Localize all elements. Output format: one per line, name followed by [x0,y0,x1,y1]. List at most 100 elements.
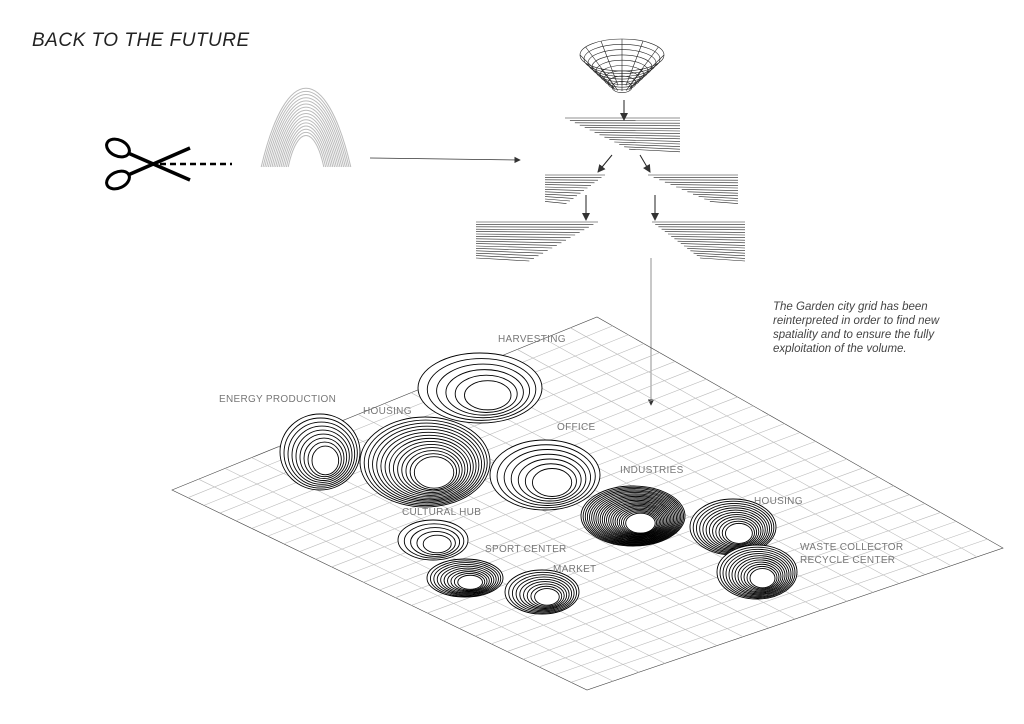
grid-line [570,327,978,558]
slice-line [544,201,567,204]
contour [511,574,575,613]
contour [746,565,778,590]
bell-contour [260,87,352,168]
bowl-rib [628,46,659,87]
contour [712,514,762,549]
contour [597,495,675,542]
slice-line [475,250,544,254]
zone-labels: ENERGY PRODUCTION HOUSING HARVESTING OFF… [219,334,903,575]
contour [311,445,340,476]
arrow-right-icon [369,156,521,164]
contour [523,581,568,609]
bowl-rib [625,41,644,86]
sliced-layers [475,117,746,262]
contour [403,523,465,559]
contour [623,511,658,535]
slice-line [579,124,681,127]
contour [517,458,582,502]
slice-line [544,189,585,191]
contour [618,508,660,536]
contour [530,585,563,607]
slice-line [609,139,681,142]
contour [749,568,776,589]
slice-line [619,144,681,147]
grid-line [490,359,900,584]
slice-line [544,184,592,186]
slice-line [475,228,585,231]
label-recycle: RECYCLE CENTER [800,555,895,566]
contour [515,576,573,612]
slice-line [544,181,595,184]
contour [589,490,680,544]
slice-line [664,181,739,184]
slice-line [544,193,578,197]
description-text: The Garden city grid has been reinterpre… [773,301,940,355]
contour [610,503,666,538]
slice-line [475,238,566,241]
contour [719,546,796,599]
contour [367,422,485,505]
contour [416,530,456,556]
slice-line [681,189,739,191]
zone-industries [580,485,686,547]
slice-line [589,129,681,132]
slice-line [475,245,553,249]
contour [586,489,682,545]
label-cultural: CULTURAL HUB [402,507,481,518]
contour [595,494,676,543]
bowl-rib [628,62,659,90]
bell-contour [285,132,327,168]
grid-line [278,446,692,655]
slice-line [475,255,534,259]
contour [417,352,543,424]
slice-line [687,248,746,251]
bell-contour [276,116,336,168]
slice-line [475,231,580,233]
scissors-icon [105,137,191,191]
contour [504,569,580,615]
contour [429,560,502,597]
contour [287,421,356,487]
label-market: MARKET [553,564,596,575]
slice-line [696,255,746,259]
slice-line [690,250,746,254]
contour [731,555,788,595]
contour [436,363,531,419]
contour [722,548,794,598]
contour [593,493,677,543]
slice-line [544,186,588,189]
zone-office [489,439,601,511]
contour [401,447,463,493]
bell-contour [287,135,325,168]
page-title: BACK TO THE FUTURE [32,30,250,51]
contour [384,434,474,499]
contour [363,419,488,507]
contour [433,562,499,596]
contour [457,574,483,590]
slice-line [475,252,539,257]
contour [413,456,455,489]
contour [510,453,587,504]
slice-line [475,236,571,238]
label-housing-2: HOUSING [754,496,803,507]
zone-waste [716,544,798,600]
label-office: OFFICE [557,422,595,433]
contour [380,431,477,501]
grid-line [464,370,874,593]
contour [580,485,686,547]
contour [728,553,790,596]
bell-contour [273,109,339,168]
grid-line [543,338,952,567]
contour [388,437,471,498]
label-waste: WASTE COLLECTOR [800,542,903,553]
contour [591,492,679,544]
bell-contour [262,90,350,168]
slice-line [544,196,574,199]
slice-line [693,252,746,257]
zone-housing [359,416,491,508]
label-housing: HOUSING [363,406,412,417]
contour [392,440,469,496]
zone-energy [279,413,361,491]
slice-line [704,198,739,202]
